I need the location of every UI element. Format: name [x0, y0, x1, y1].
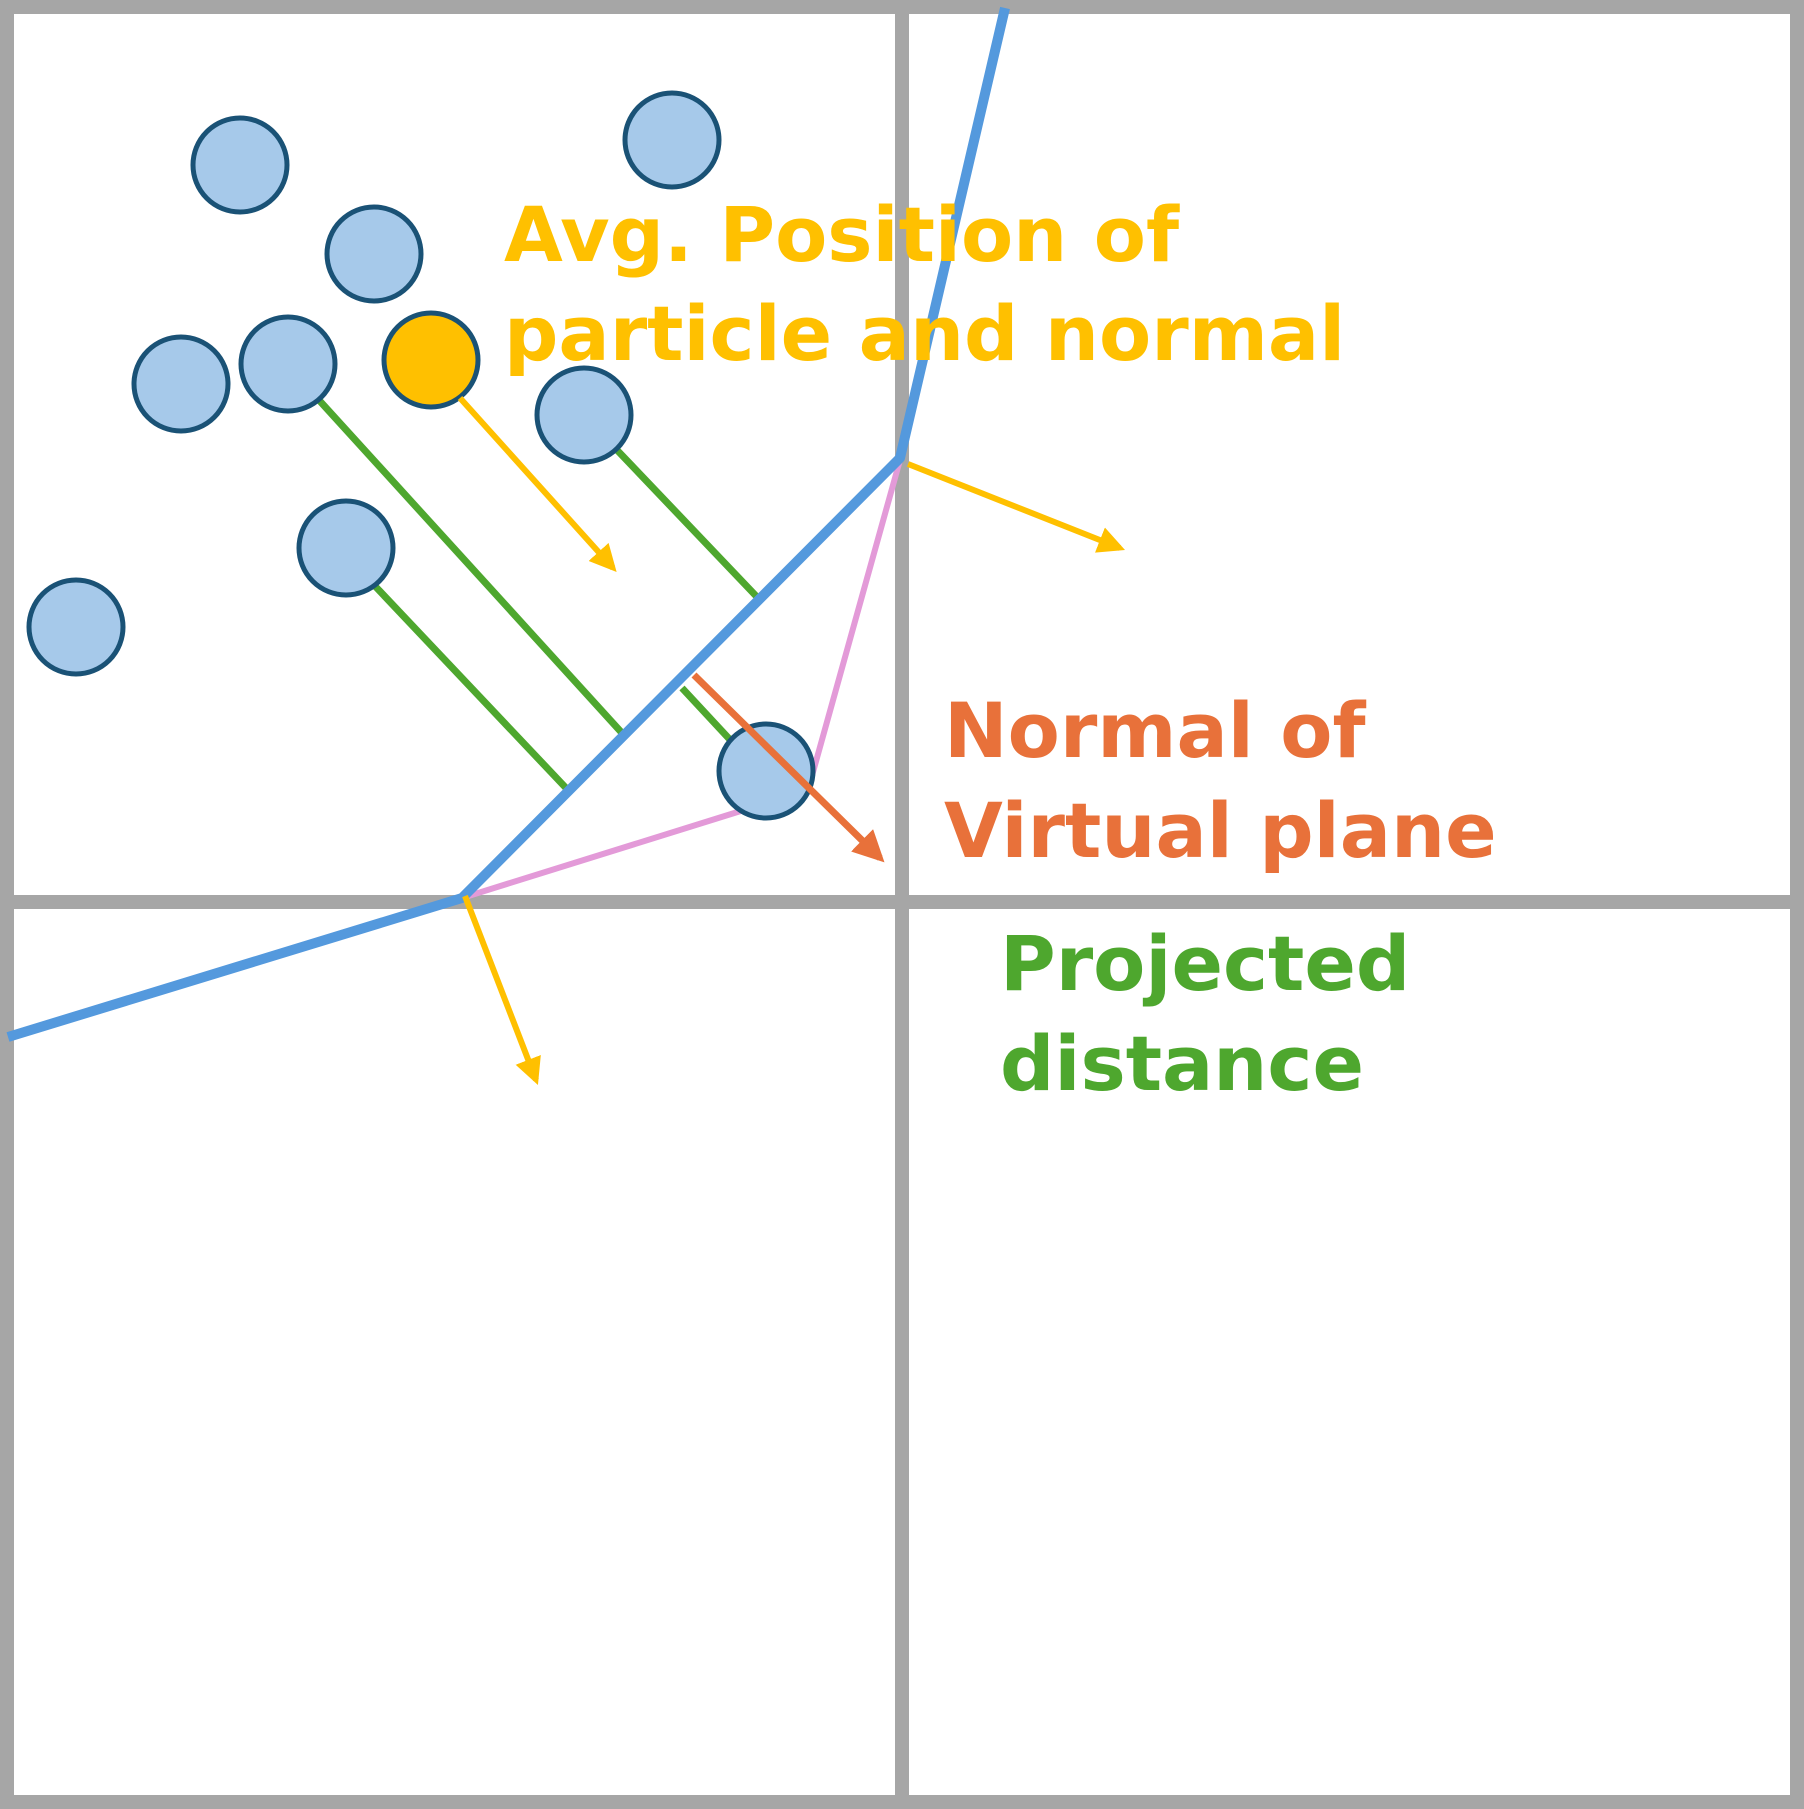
- particle: [131, 334, 231, 434]
- avg-position-label-line1: Avg. Position of: [504, 190, 1180, 279]
- particles: [26, 90, 816, 821]
- avg-normal-arrow: [457, 395, 617, 573]
- projection-line: [315, 396, 625, 736]
- avg-normal-arrow: [906, 461, 1126, 553]
- avg-position-label-line2: particle and normal: [504, 289, 1345, 378]
- particle: [296, 498, 396, 598]
- projection-line: [679, 685, 737, 747]
- avg-normal-arrows: [457, 395, 1126, 1086]
- avg-normal-arrow: [462, 894, 541, 1086]
- projected-distance-label-line1: Projected: [1000, 919, 1410, 1008]
- particle: [238, 314, 338, 414]
- particle: [622, 90, 722, 190]
- plane-normal-label-line1: Normal of: [944, 686, 1366, 775]
- particle: [324, 204, 424, 304]
- particle: [26, 577, 126, 677]
- projection-lines: [315, 396, 761, 791]
- projected-distance-label-line2: distance: [1000, 1019, 1364, 1108]
- particle: [190, 115, 290, 215]
- surface-line: [6, 6, 1010, 1042]
- plane-normal-label-line2: Virtual plane: [944, 786, 1497, 875]
- particle: [534, 365, 634, 465]
- projection-line: [371, 582, 569, 791]
- plane-normal-arrow: [691, 672, 885, 863]
- projection-line: [613, 446, 761, 601]
- particle: [716, 721, 816, 821]
- avg-position-particle: [381, 310, 481, 410]
